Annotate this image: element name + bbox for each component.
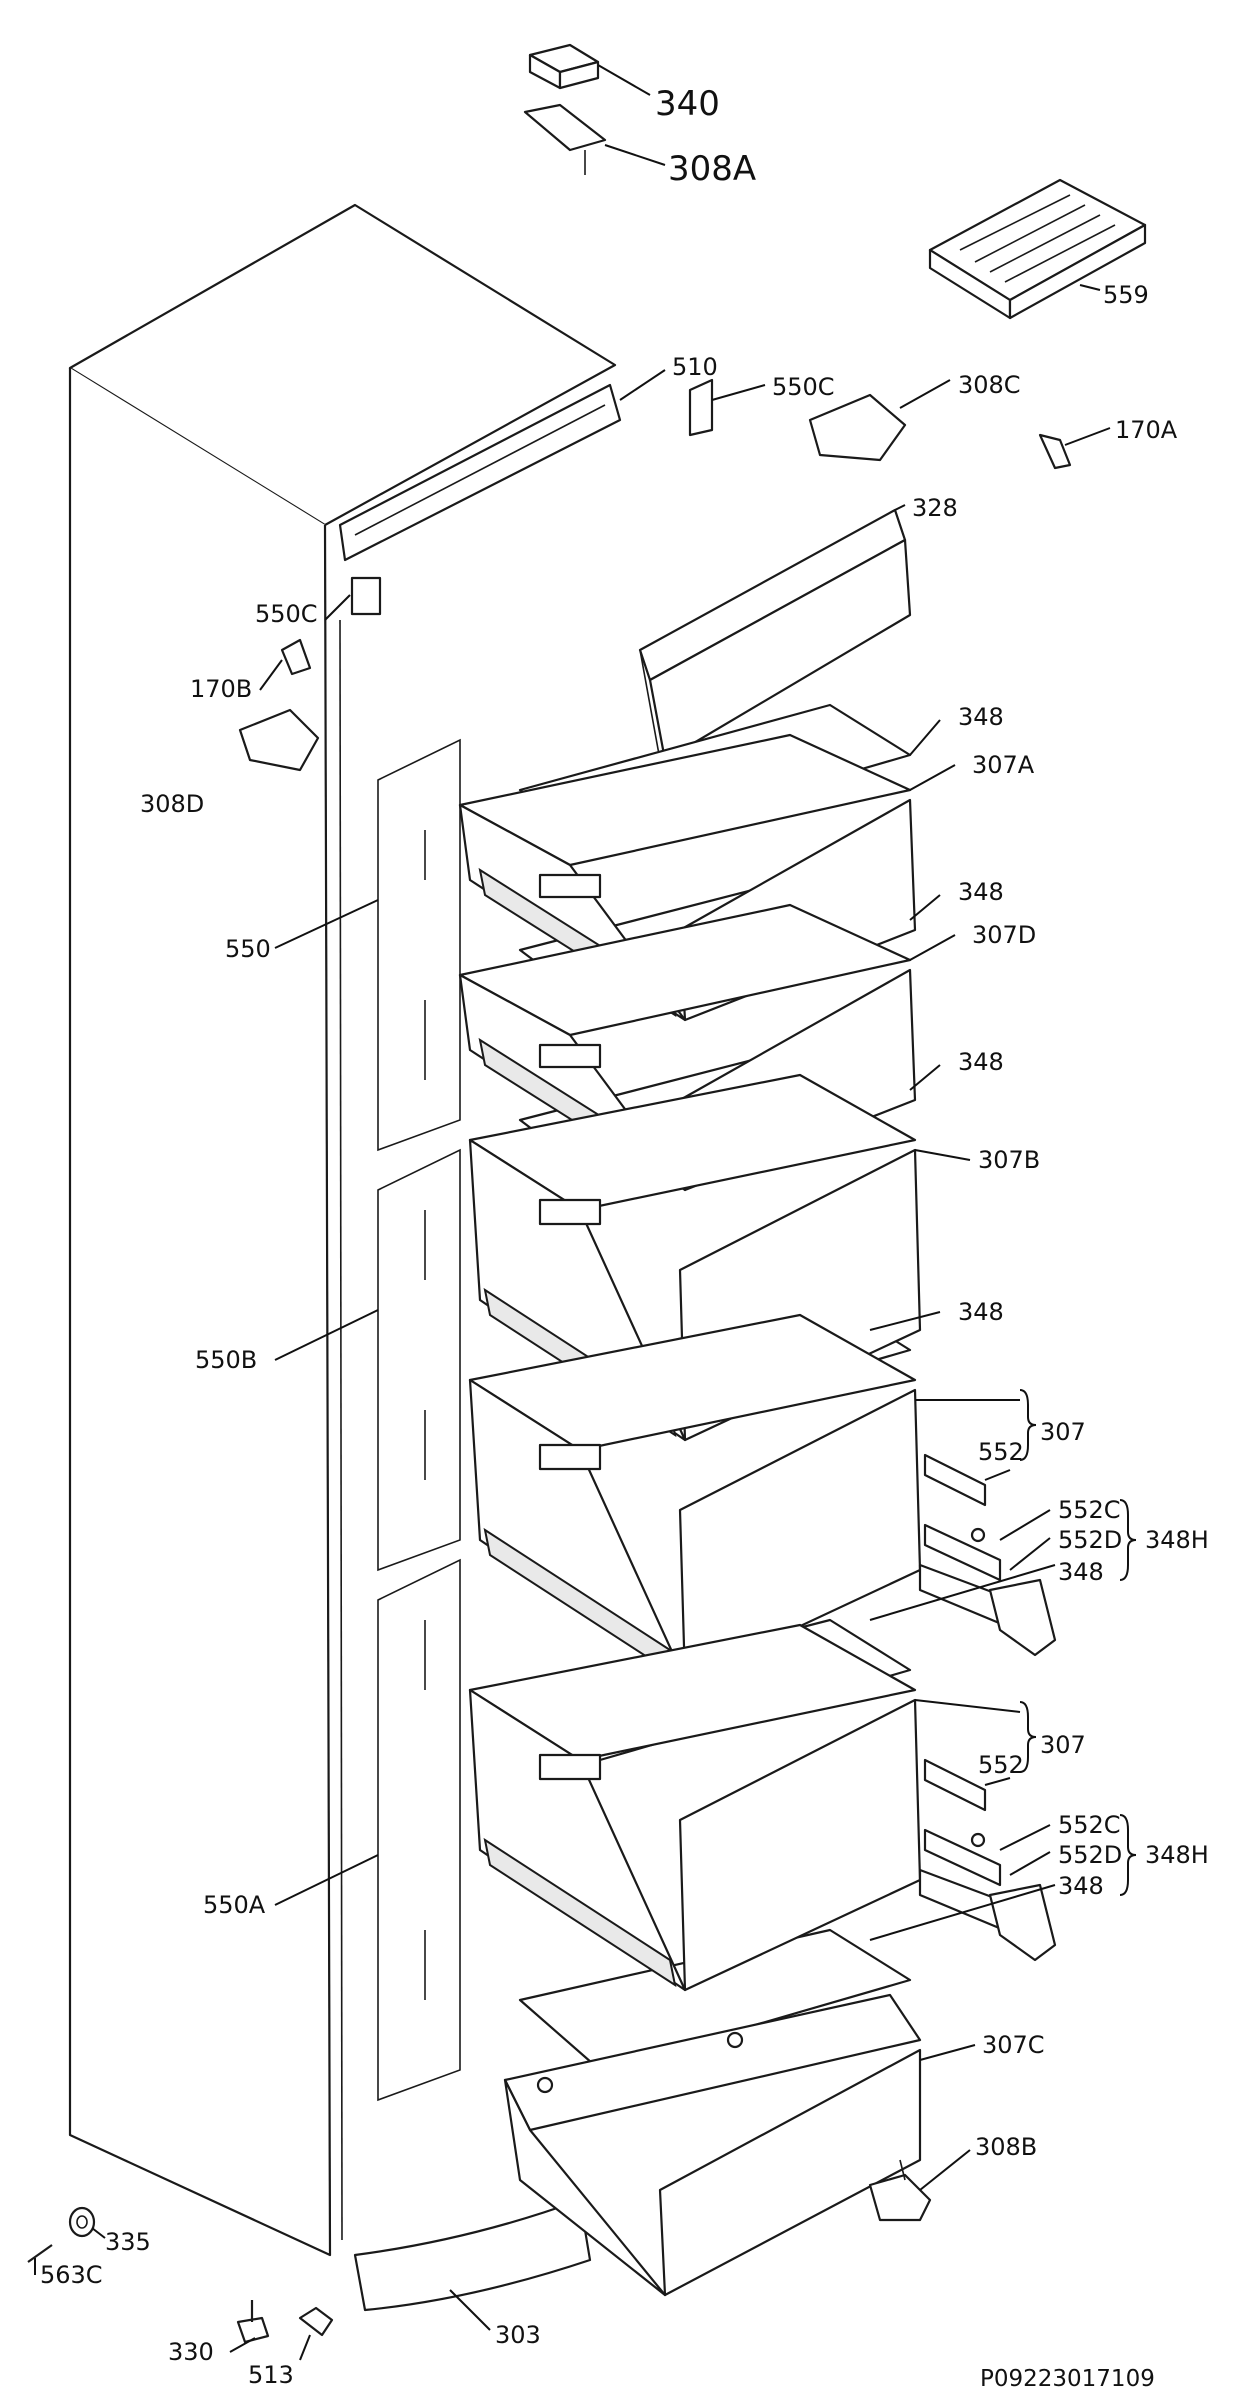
small-parts-top bbox=[238, 378, 1072, 772]
label-307b: 307B bbox=[978, 1146, 1040, 1174]
label-510: 510 bbox=[672, 353, 718, 381]
label-550c-left: 550C bbox=[255, 600, 318, 628]
lower-hinge-308b bbox=[868, 2159, 932, 2222]
document-id: P09223017109 bbox=[980, 2366, 1155, 2392]
label-308a: 308A bbox=[668, 149, 756, 189]
label-348-1: 348 bbox=[958, 703, 1004, 731]
leader-lines bbox=[34, 64, 1137, 2361]
label-348-2: 348 bbox=[958, 878, 1004, 906]
label-552-1: 552 bbox=[978, 1438, 1024, 1466]
drawer-307-lower bbox=[468, 1623, 922, 1992]
label-348-6: 348 bbox=[1058, 1872, 1104, 1900]
label-308c: 308C bbox=[958, 371, 1021, 399]
label-170a: 170A bbox=[1115, 416, 1178, 444]
label-348h-1: 348H bbox=[1145, 1526, 1209, 1554]
label-550: 550 bbox=[225, 935, 271, 963]
label-348-3: 348 bbox=[958, 1048, 1004, 1076]
label-550b: 550B bbox=[195, 1346, 257, 1374]
cabinet bbox=[68, 203, 622, 2312]
label-170b: 170B bbox=[190, 675, 252, 703]
label-307a: 307A bbox=[972, 751, 1035, 779]
top-hinge-parts bbox=[523, 43, 607, 175]
label-307c: 307C bbox=[982, 2031, 1045, 2059]
rails-upper bbox=[918, 1453, 1057, 1657]
label-550a: 550A bbox=[203, 1891, 266, 1919]
bottom-hardware bbox=[27, 2206, 334, 2344]
label-348h-2: 348H bbox=[1145, 1841, 1209, 1869]
label-552c-1: 552C bbox=[1058, 1496, 1121, 1524]
label-307-1: 307 bbox=[1040, 1418, 1086, 1446]
label-513: 513 bbox=[248, 2361, 294, 2389]
label-308d: 308D bbox=[140, 790, 204, 818]
label-307d: 307D bbox=[972, 921, 1036, 949]
drawer-307-upper bbox=[468, 1313, 922, 1682]
label-303: 303 bbox=[495, 2321, 541, 2349]
label-348-5: 348 bbox=[1058, 1558, 1104, 1586]
label-328: 328 bbox=[912, 494, 958, 522]
label-330: 330 bbox=[168, 2338, 214, 2366]
part-labels: 340 308A 559 510 550C 308C 170A 328 550C… bbox=[40, 84, 1209, 2389]
label-552d-2: 552D bbox=[1058, 1841, 1122, 1869]
grille-559 bbox=[928, 178, 1147, 320]
label-348-4: 348 bbox=[958, 1298, 1004, 1326]
drawer-307c bbox=[503, 1993, 922, 2297]
label-550c-top: 550C bbox=[772, 373, 835, 401]
label-563c: 563C bbox=[40, 2261, 103, 2289]
label-552d-1: 552D bbox=[1058, 1526, 1122, 1554]
label-552-2: 552 bbox=[978, 1751, 1024, 1779]
label-552c-2: 552C bbox=[1058, 1811, 1121, 1839]
label-335: 335 bbox=[105, 2228, 151, 2256]
label-559: 559 bbox=[1103, 281, 1149, 309]
label-307-2: 307 bbox=[1040, 1731, 1086, 1759]
label-308b: 308B bbox=[975, 2133, 1037, 2161]
label-340: 340 bbox=[655, 84, 720, 124]
flap-328 bbox=[638, 508, 912, 762]
